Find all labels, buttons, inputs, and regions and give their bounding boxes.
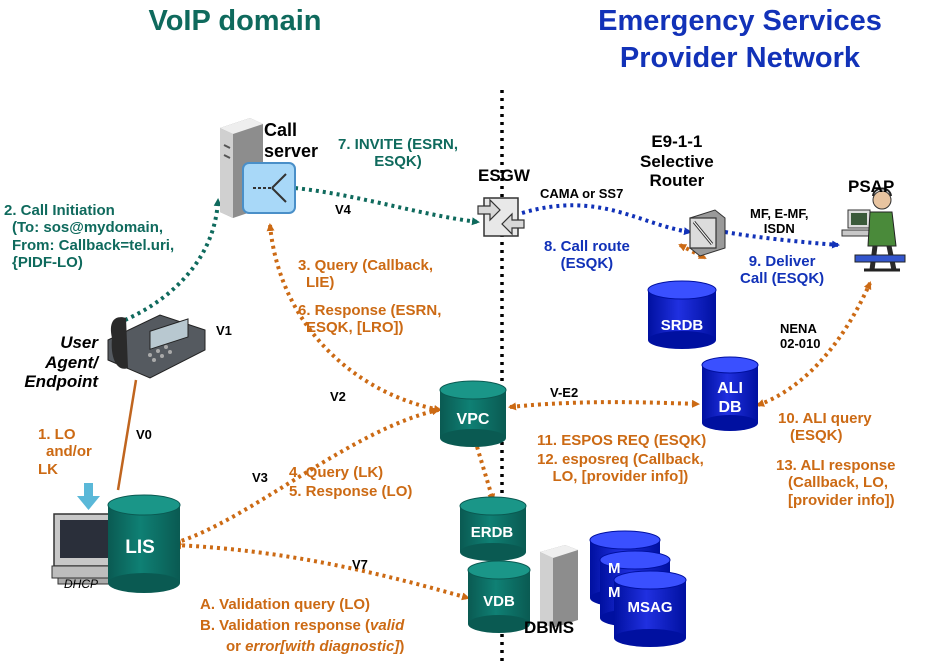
ali-label-line1: ALI [717,380,743,397]
computer-icon [51,513,123,585]
down-arrow-icon [77,483,100,510]
psap-label: PSAP [848,177,895,196]
link-v7 [173,541,470,601]
srdb-database [647,280,717,349]
vdb-database [467,560,531,633]
vdb-label: VDB [483,593,515,610]
lis-database [107,494,181,593]
step6-label: 6. Response (ESRN,ESQK, [LRO]) [298,302,442,337]
ali-label-line2: DB [718,399,741,416]
ip-phone-icon [107,314,206,379]
erdb-database [459,496,527,561]
call-control-box [242,162,296,214]
step12-label: 12. esposreq (Callback,LO, [provider inf… [537,451,704,486]
link-nena [756,281,872,407]
esp-network-title-line2: Provider Network [619,42,861,74]
dbms-label: DBMS [524,618,575,637]
ali-db-database [701,356,759,431]
step13-label: 13. ALI response (Callback, LO, [provide… [776,457,896,509]
m2-label: M [608,584,621,601]
stepB-label-line2: or error[with diagnostic]) [226,638,405,655]
psap-operator-icon [841,187,906,272]
link-v3 [173,407,440,546]
vpc-label: VPC [457,411,490,428]
interface-v1: V1 [216,323,232,338]
stepA-label: A. Validation query (LO) [200,596,371,613]
link-v1 [124,198,222,322]
step2-label: 2. Call Initiation (To: sos@mydomain, Fr… [4,202,175,271]
selective-router-icon [689,209,726,257]
erdb-label: ERDB [471,524,514,541]
link-v4 [294,186,480,226]
interface-v4: V4 [335,202,351,217]
step10-label: 10. ALI query(ESQK) [778,410,872,445]
step5-label: 5. Response (LO) [289,483,413,500]
mf-label: MF, E-MF,ISDN [750,206,809,236]
esp-network-title-line1: Emergency Services [598,5,882,37]
lis-label: LIS [125,537,155,558]
interface-v3: V3 [252,470,268,485]
step4-label: 4. Query (LK) [289,464,384,481]
esgw-gateway-icon [477,197,525,237]
interface-ve2: V-E2 [550,385,579,400]
msag-database [613,570,687,647]
stepB-label: B. Validation response (valid [200,617,405,634]
step8-label: 8. Call route(ESQK) [544,238,630,273]
dhcp-label: DHCP [64,577,99,591]
m1-label: M [608,560,621,577]
interface-v7: V7 [352,557,368,572]
link-v2 [266,223,442,413]
msag-label: MSAG [628,599,673,616]
step3-label: 3. Query (Callback,LIE) [298,257,434,292]
dbms-server-icon [540,545,578,628]
srdb-label: SRDB [661,317,704,334]
esgw-label: ESGW [478,166,530,185]
step7-label: 7. INVITE (ESRN,ESQK) [338,136,459,171]
link-vpc-erdb [472,438,496,502]
link-ve2 [508,399,700,411]
cama-label: CAMA or SS7 [540,186,624,201]
voip-domain-title: VoIP domain [148,5,322,37]
link-call-route [521,203,692,236]
interface-v0: V0 [136,427,152,442]
link-v0 [116,379,138,491]
step11-label: 11. ESPOS REQ (ESQK) [537,432,707,449]
vpc-database [439,380,507,447]
interface-v2: V2 [330,389,346,404]
